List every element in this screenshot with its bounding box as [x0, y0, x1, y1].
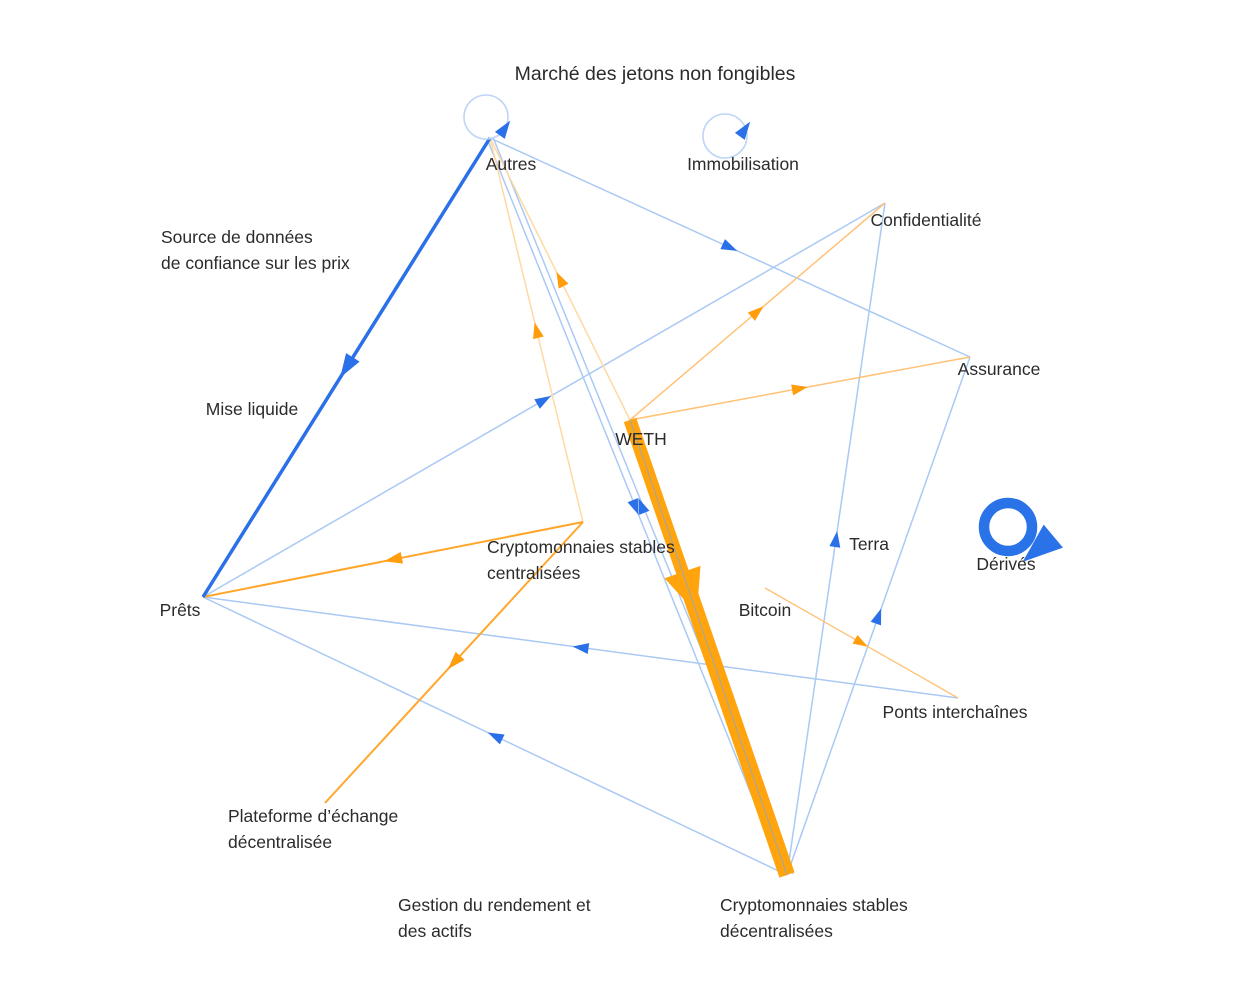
arrowhead: [852, 634, 869, 647]
node-label-line: décentralisées: [720, 921, 833, 941]
node-plateforme-echange-decentralisee[interactable]: Plateforme d’échange décentralisée: [228, 803, 398, 855]
arrowhead: [638, 497, 650, 515]
node-cryptomonnaies-stables-centralisees[interactable]: Cryptomonnaies stables centralisées: [487, 534, 675, 586]
node-autres[interactable]: Autres: [485, 154, 537, 174]
node-terra[interactable]: Terra: [849, 534, 889, 554]
node-label-line: décentralisée: [228, 832, 333, 852]
edge-decentralisees-weth: [629, 419, 788, 876]
node-prets[interactable]: Prêts: [159, 600, 201, 620]
arrowhead: [494, 120, 511, 139]
node-derives[interactable]: Dérivés: [976, 554, 1036, 574]
node-label-line: Gestion du rendement et: [398, 895, 591, 915]
arrowhead: [664, 565, 701, 614]
node-ponts-interchaines[interactable]: Ponts interchaînes: [882, 702, 1028, 722]
arrowhead: [791, 384, 808, 396]
arrowhead: [734, 121, 751, 140]
node-label-line: centralisées: [487, 563, 581, 583]
arrowhead: [533, 322, 544, 340]
node-immobilisation[interactable]: Immobilisation: [687, 154, 799, 174]
node-label-line: Cryptomonnaies stables: [720, 895, 908, 915]
node-label-line: de confiance sur les prix: [161, 253, 350, 273]
node-label-line: Plateforme d’échange: [228, 806, 399, 826]
arrowhead: [829, 531, 841, 548]
arrowhead: [747, 306, 764, 321]
self-loop-autres: [463, 94, 511, 140]
node-gestion-rendement-actifs[interactable]: Gestion du rendement et des actifs: [398, 892, 591, 944]
arrowhead: [447, 651, 465, 670]
arrowhead: [870, 608, 882, 626]
arrowhead: [572, 643, 590, 655]
node-mise-liquide[interactable]: Mise liquide: [205, 399, 299, 419]
arrowhead: [384, 551, 403, 564]
node-assurance[interactable]: Assurance: [957, 359, 1041, 379]
node-weth[interactable]: WETH: [615, 429, 667, 449]
self-loop-immobilisation: [702, 113, 751, 159]
node-confidentialite[interactable]: Confidentialité: [870, 210, 982, 230]
arrowhead: [1022, 524, 1063, 562]
arrowhead: [487, 732, 505, 745]
node-label-line: Cryptomonnaies stables: [487, 537, 675, 557]
node-source-de-donnees[interactable]: Source de données de confiance sur les p…: [161, 224, 350, 276]
node-cryptomonnaies-stables-decentralisees[interactable]: Cryptomonnaies stables décentralisées: [720, 892, 908, 944]
node-label-line: Source de données: [161, 227, 313, 247]
self-loop-derives: [978, 497, 1063, 562]
node-bitcoin[interactable]: Bitcoin: [738, 600, 792, 620]
graph-title: Marché des jetons non fongibles: [514, 63, 796, 85]
arrowhead: [534, 396, 551, 409]
arrowhead: [720, 239, 738, 251]
arrowhead: [627, 498, 639, 516]
arrowhead: [556, 271, 569, 289]
arrowhead: [340, 353, 360, 378]
node-label-line: des actifs: [398, 921, 472, 941]
